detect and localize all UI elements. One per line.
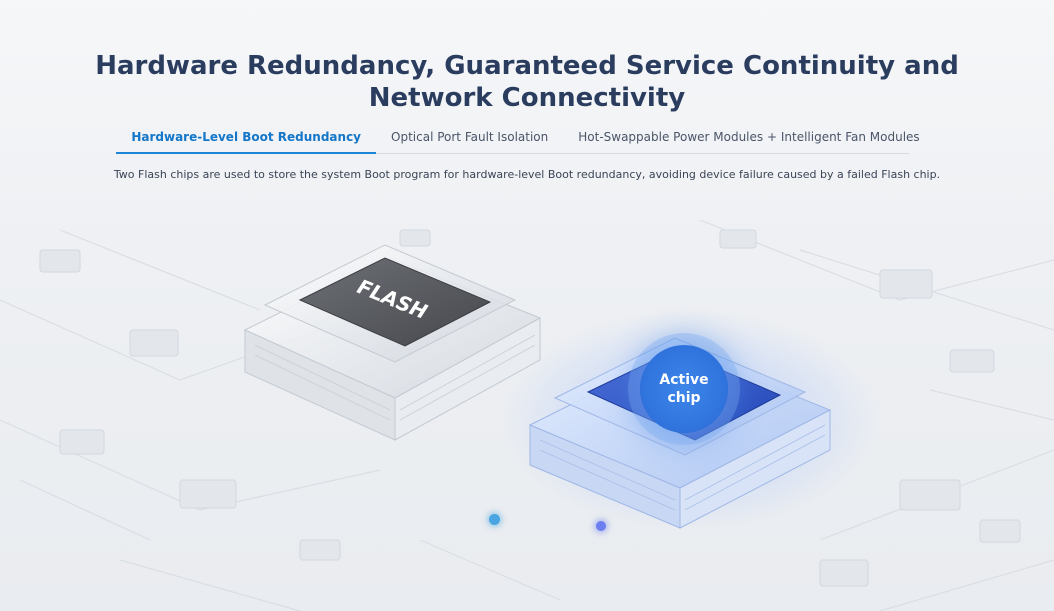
active-chip-badge-line-1: Active bbox=[659, 372, 709, 388]
feature-tabs: Hardware-Level Boot Redundancy Optical P… bbox=[116, 124, 920, 154]
tab-hot-swappable-power-fan[interactable]: Hot-Swappable Power Modules + Intelligen… bbox=[578, 130, 920, 144]
indicator-dot bbox=[596, 521, 606, 531]
page-title-line-2: Network Connectivity bbox=[368, 83, 686, 113]
tab-optical-port-fault-isolation[interactable]: Optical Port Fault Isolation bbox=[391, 130, 549, 144]
tab-description: Two Flash chips are used to store the sy… bbox=[113, 168, 941, 181]
active-chip-badge-line-2: chip bbox=[667, 390, 701, 406]
page-title-line-1: Hardware Redundancy, Guaranteed Service … bbox=[95, 51, 959, 81]
tab-hardware-boot-redundancy[interactable]: Hardware-Level Boot Redundancy bbox=[116, 124, 377, 154]
page-title: Hardware Redundancy, Guaranteed Service … bbox=[0, 50, 1054, 114]
indicator-dot bbox=[489, 514, 500, 525]
active-chip-badge: Active chip bbox=[640, 345, 728, 433]
standby-flash-chip bbox=[243, 244, 542, 441]
